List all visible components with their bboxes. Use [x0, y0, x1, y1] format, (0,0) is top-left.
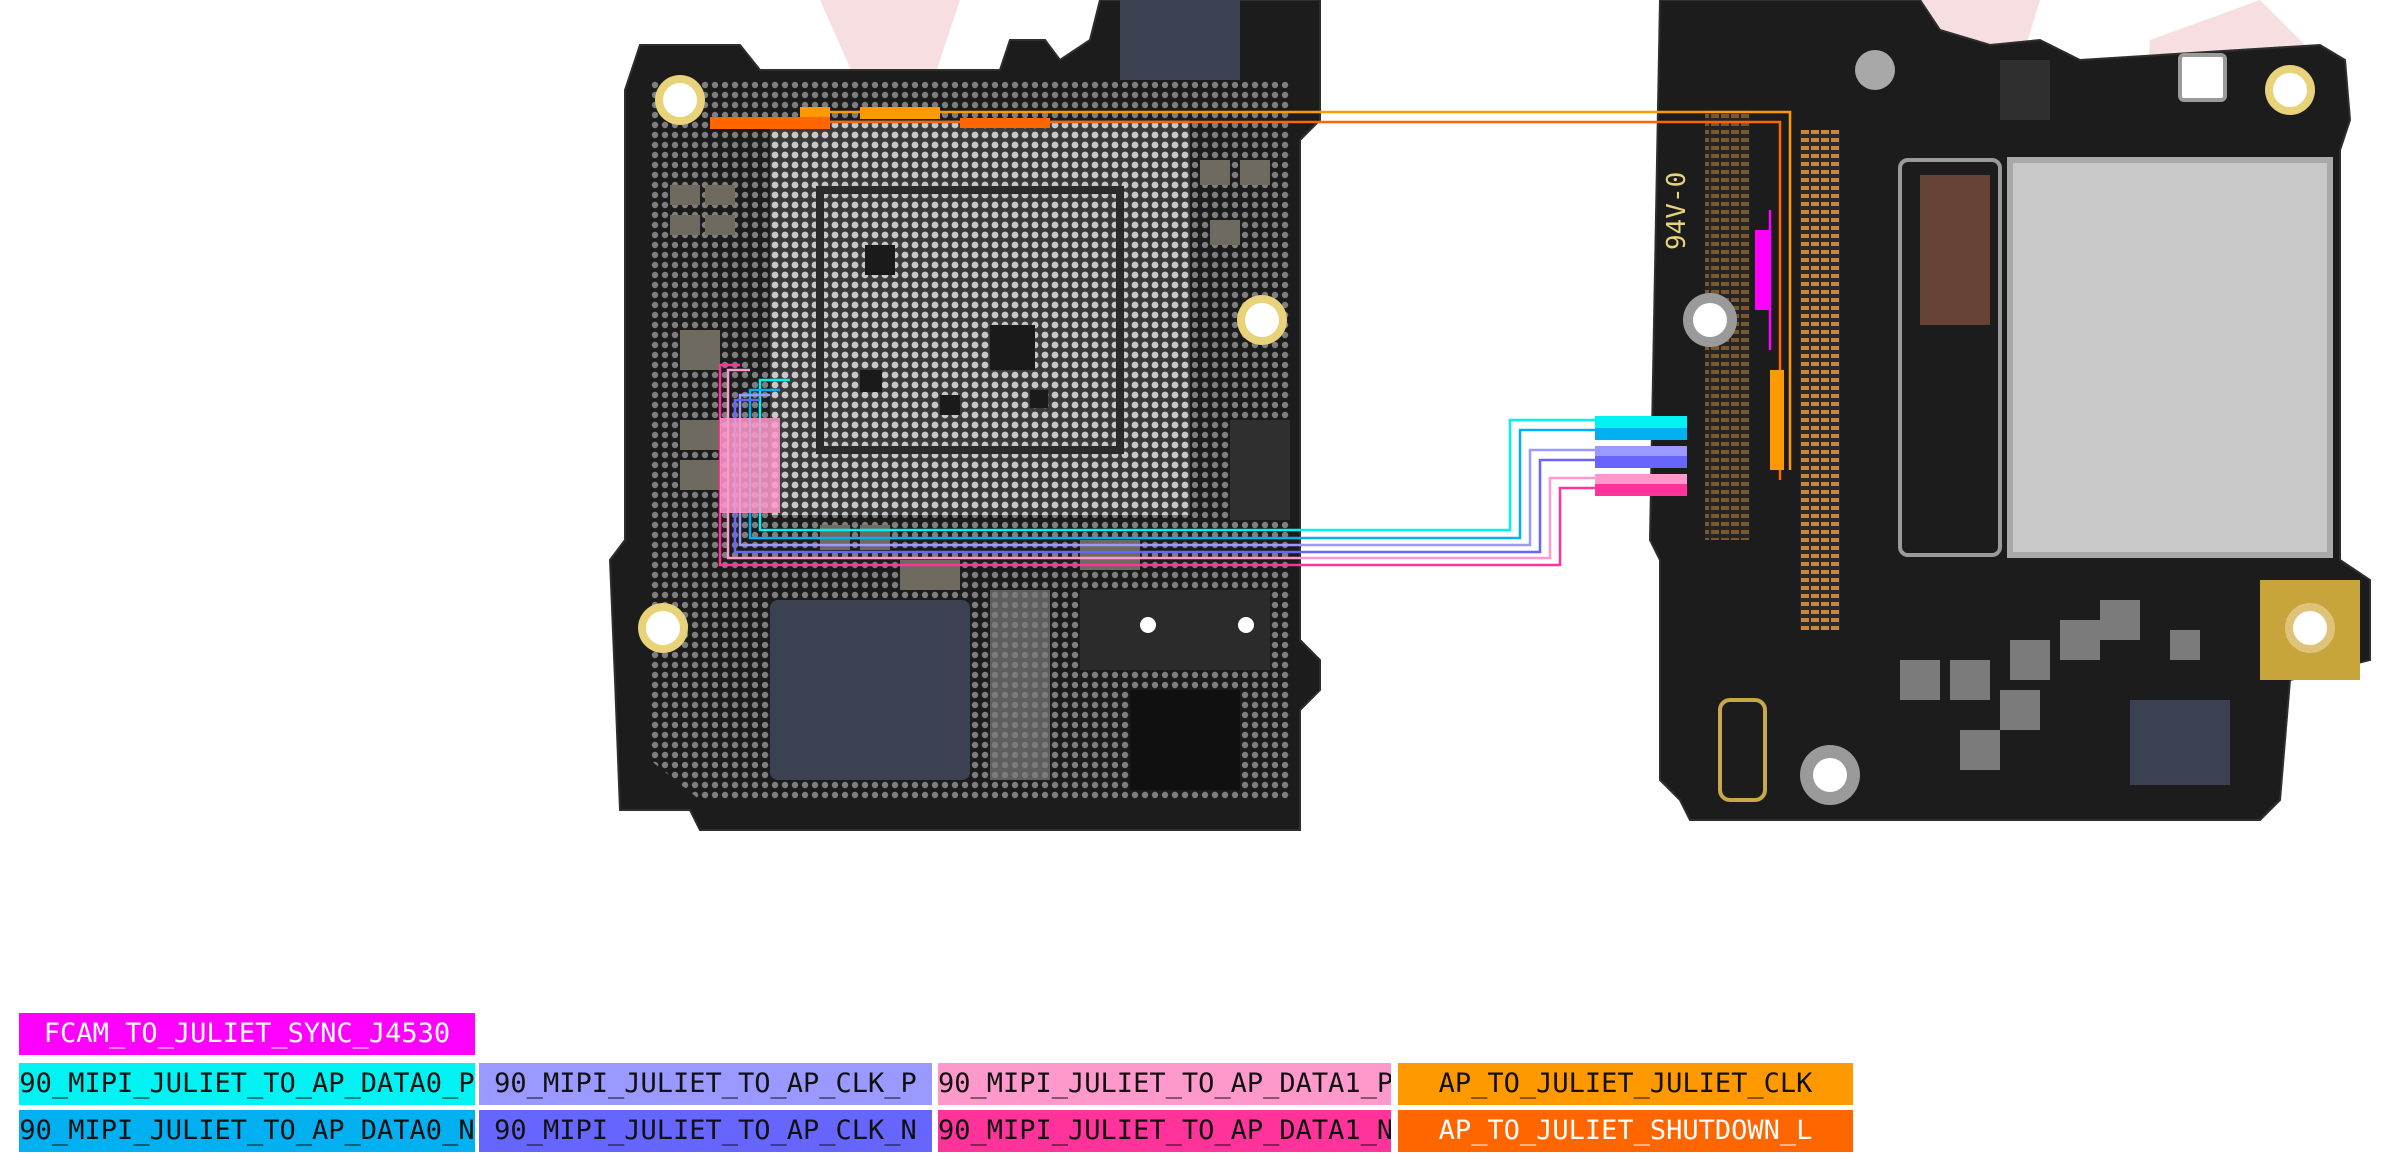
legend-data1-n: 90_MIPI_JULIET_TO_AP_DATA1_N — [938, 1110, 1391, 1152]
legend-clk-n: 90_MIPI_JULIET_TO_AP_CLK_N — [479, 1110, 932, 1152]
legend-label: 90_MIPI_JULIET_TO_AP_DATA1_N — [938, 1115, 1391, 1146]
trace-juliet-clk — [830, 110, 1792, 470]
trace-lines — [718, 110, 1792, 567]
trace-data0-p — [758, 378, 1600, 532]
legend-data0-p: 90_MIPI_JULIET_TO_AP_DATA0_P — [19, 1063, 475, 1105]
legend-label: 90_MIPI_JULIET_TO_AP_DATA0_N — [19, 1115, 475, 1146]
legend-label: 90_MIPI_JULIET_TO_AP_CLK_N — [494, 1115, 917, 1146]
trace-clk-p — [738, 393, 1600, 547]
trace-clk-n — [733, 398, 1600, 554]
legend-label: 90_MIPI_JULIET_TO_AP_DATA0_P — [19, 1068, 475, 1099]
legend-label: AP_TO_JULIET_JULIET_CLK — [1438, 1068, 1813, 1099]
legend-juliet-clk: AP_TO_JULIET_JULIET_CLK — [1398, 1063, 1853, 1105]
legend-fcam-sync: FCAM_TO_JULIET_SYNC_J4530 — [19, 1013, 475, 1055]
left-board — [608, 0, 1321, 831]
legend-data1-p: 90_MIPI_JULIET_TO_AP_DATA1_P — [938, 1063, 1391, 1105]
pin-tags — [710, 107, 1784, 513]
right-board: 94V-0 — [1648, 0, 2371, 821]
legend-label: FCAM_TO_JULIET_SYNC_J4530 — [43, 1018, 451, 1049]
trace-shutdown-l — [830, 120, 1782, 480]
legend-shutdown-l: AP_TO_JULIET_SHUTDOWN_L — [1398, 1110, 1853, 1152]
trace-data1-n — [718, 363, 1600, 567]
legend-data0-n: 90_MIPI_JULIET_TO_AP_DATA0_N — [19, 1110, 475, 1152]
legend-label: 90_MIPI_JULIET_TO_AP_DATA1_P — [938, 1068, 1391, 1099]
legend-clk-p: 90_MIPI_JULIET_TO_AP_CLK_P — [479, 1063, 932, 1105]
legend-label: AP_TO_JULIET_SHUTDOWN_L — [1438, 1115, 1813, 1146]
silkscreen-label: 94V-0 — [1662, 172, 1692, 250]
legend-label: 90_MIPI_JULIET_TO_AP_CLK_P — [494, 1068, 917, 1099]
trace-data0-n — [748, 388, 1600, 540]
trace-data1-p — [726, 368, 1600, 560]
